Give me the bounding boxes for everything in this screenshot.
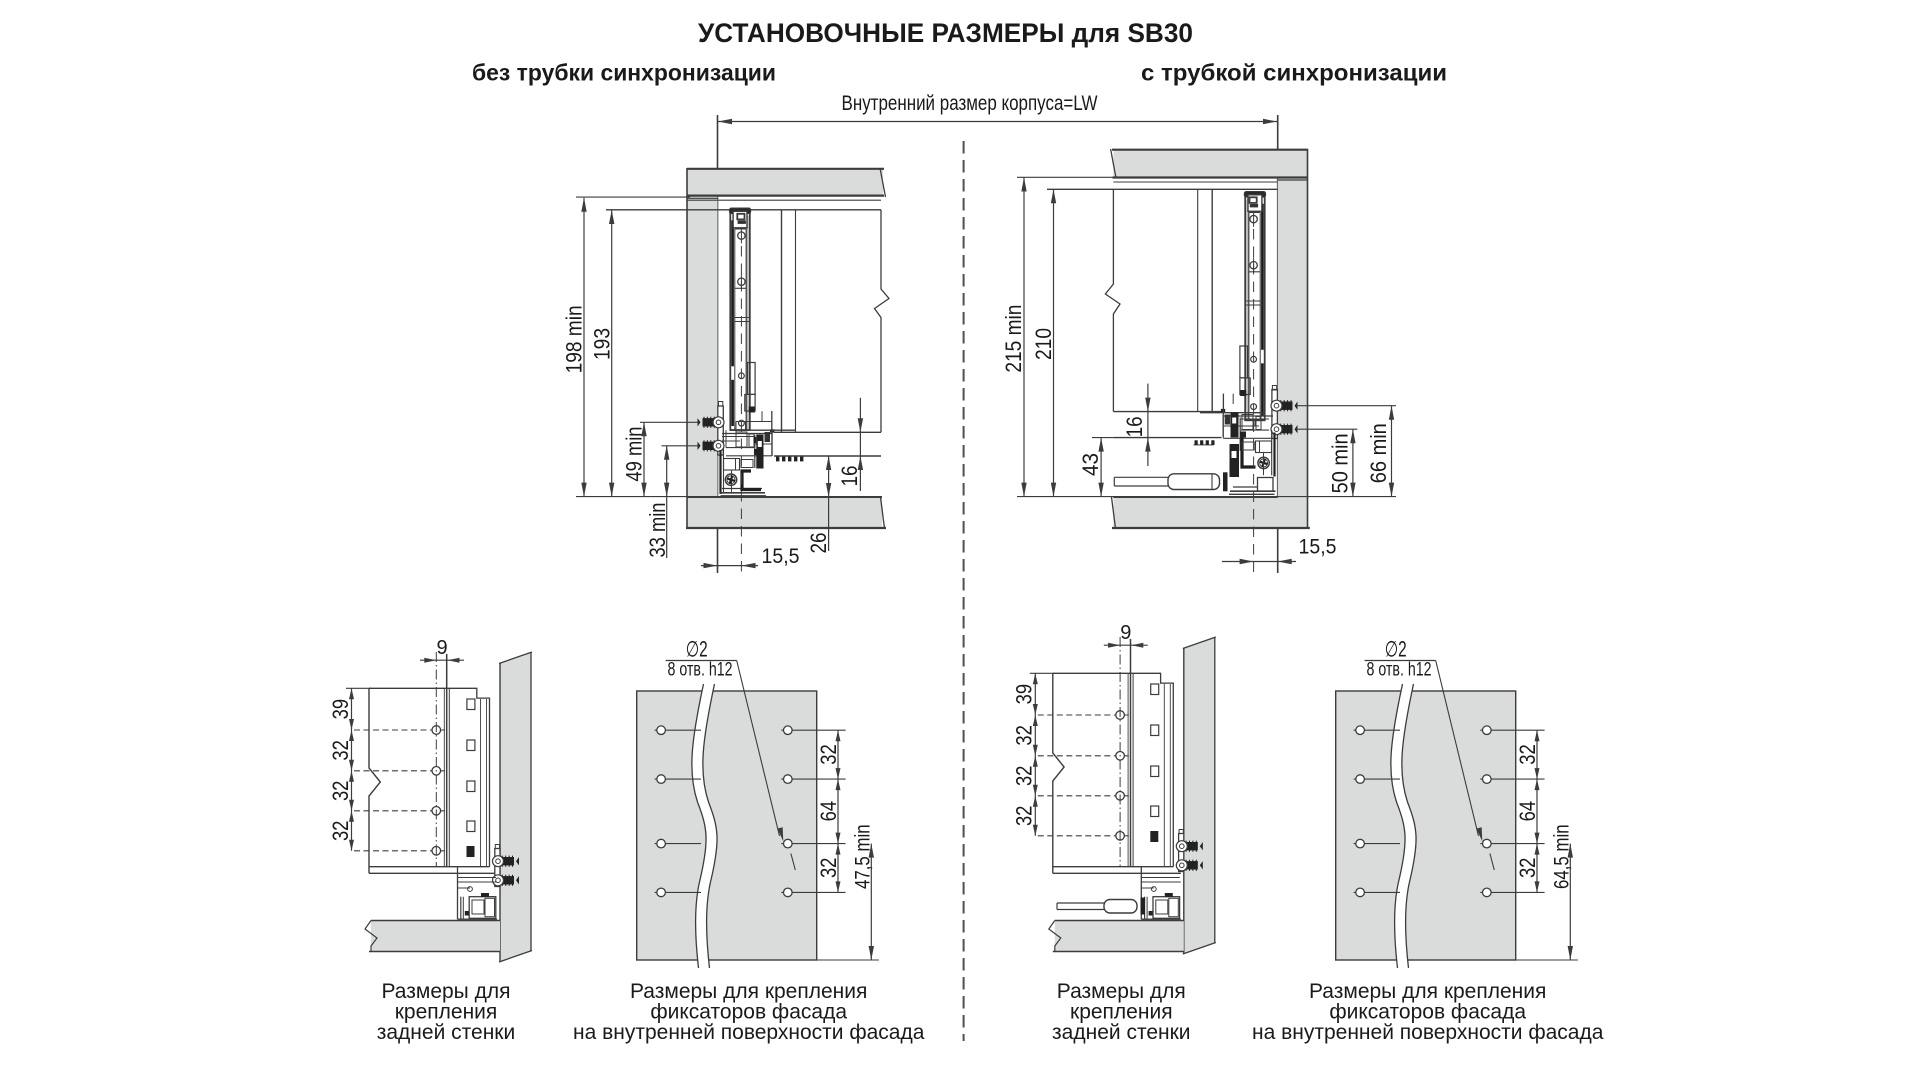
svg-text:26: 26 — [806, 533, 831, 554]
svg-text:32: 32 — [328, 781, 353, 802]
svg-text:Размеры для крепления: Размеры для крепления — [1309, 980, 1546, 1003]
svg-text:8 отв. h12: 8 отв. h12 — [668, 660, 733, 681]
svg-text:9: 9 — [436, 637, 447, 659]
svg-text:32: 32 — [1012, 725, 1037, 746]
svg-text:на внутренней поверхности фаса: на внутренней поверхности фасада — [1252, 1021, 1604, 1044]
svg-text:32: 32 — [1515, 858, 1540, 879]
svg-text:фиксаторов фасада: фиксаторов фасада — [650, 1000, 847, 1023]
svg-text:210: 210 — [1031, 328, 1056, 360]
svg-text:∅2: ∅2 — [1385, 637, 1407, 662]
svg-text:64,5 min: 64,5 min — [1550, 824, 1573, 889]
svg-text:39: 39 — [1012, 684, 1037, 705]
svg-text:66 min: 66 min — [1366, 423, 1391, 483]
svg-text:47,5 min: 47,5 min — [851, 824, 874, 889]
svg-text:64: 64 — [1515, 801, 1540, 822]
svg-text:задней стенки: задней стенки — [377, 1021, 515, 1044]
svg-text:16: 16 — [837, 466, 862, 487]
svg-text:32: 32 — [816, 858, 841, 879]
svg-text:32: 32 — [328, 740, 353, 761]
svg-text:крепления: крепления — [1070, 1000, 1173, 1023]
svg-text:64: 64 — [816, 801, 841, 822]
svg-text:215 min: 215 min — [1001, 305, 1026, 373]
svg-text:с трубкой синхронизации: с трубкой синхронизации — [1141, 60, 1447, 86]
svg-text:33 min: 33 min — [645, 503, 670, 558]
svg-text:32: 32 — [816, 744, 841, 765]
svg-text:УСТАНОВОЧНЫЕ РАЗМЕРЫ для SB30: УСТАНОВОЧНЫЕ РАЗМЕРЫ для SB30 — [698, 18, 1193, 48]
svg-text:32: 32 — [1012, 806, 1037, 827]
svg-text:49 min: 49 min — [621, 427, 646, 482]
svg-text:15,5: 15,5 — [1299, 536, 1337, 559]
svg-text:на внутренней поверхности фаса: на внутренней поверхности фасада — [573, 1021, 925, 1044]
svg-text:39: 39 — [328, 699, 353, 720]
svg-text:193: 193 — [590, 328, 615, 360]
svg-text:9: 9 — [1120, 622, 1131, 644]
svg-text:фиксаторов фасада: фиксаторов фасада — [1329, 1000, 1526, 1023]
svg-text:32: 32 — [1515, 744, 1540, 765]
svg-text:Размеры для крепления: Размеры для крепления — [630, 980, 867, 1003]
svg-text:16: 16 — [1122, 416, 1147, 437]
svg-text:∅2: ∅2 — [686, 637, 708, 662]
svg-text:198 min: 198 min — [562, 305, 587, 373]
svg-text:15,5: 15,5 — [762, 545, 800, 568]
svg-text:задней стенки: задней стенки — [1052, 1021, 1190, 1044]
svg-text:крепления: крепления — [395, 1000, 498, 1023]
svg-text:32: 32 — [1012, 766, 1037, 787]
svg-text:Размеры для: Размеры для — [382, 980, 511, 1003]
svg-text:8 отв. h12: 8 отв. h12 — [1367, 660, 1432, 681]
svg-text:50 min: 50 min — [1327, 433, 1352, 493]
svg-text:Размеры для: Размеры для — [1057, 980, 1186, 1003]
svg-text:Внутренний размер корпуса=LW: Внутренний размер корпуса=LW — [842, 91, 1099, 115]
svg-text:32: 32 — [328, 821, 353, 842]
svg-text:без трубки синхронизации: без трубки синхронизации — [472, 60, 776, 86]
svg-text:43: 43 — [1078, 453, 1103, 476]
